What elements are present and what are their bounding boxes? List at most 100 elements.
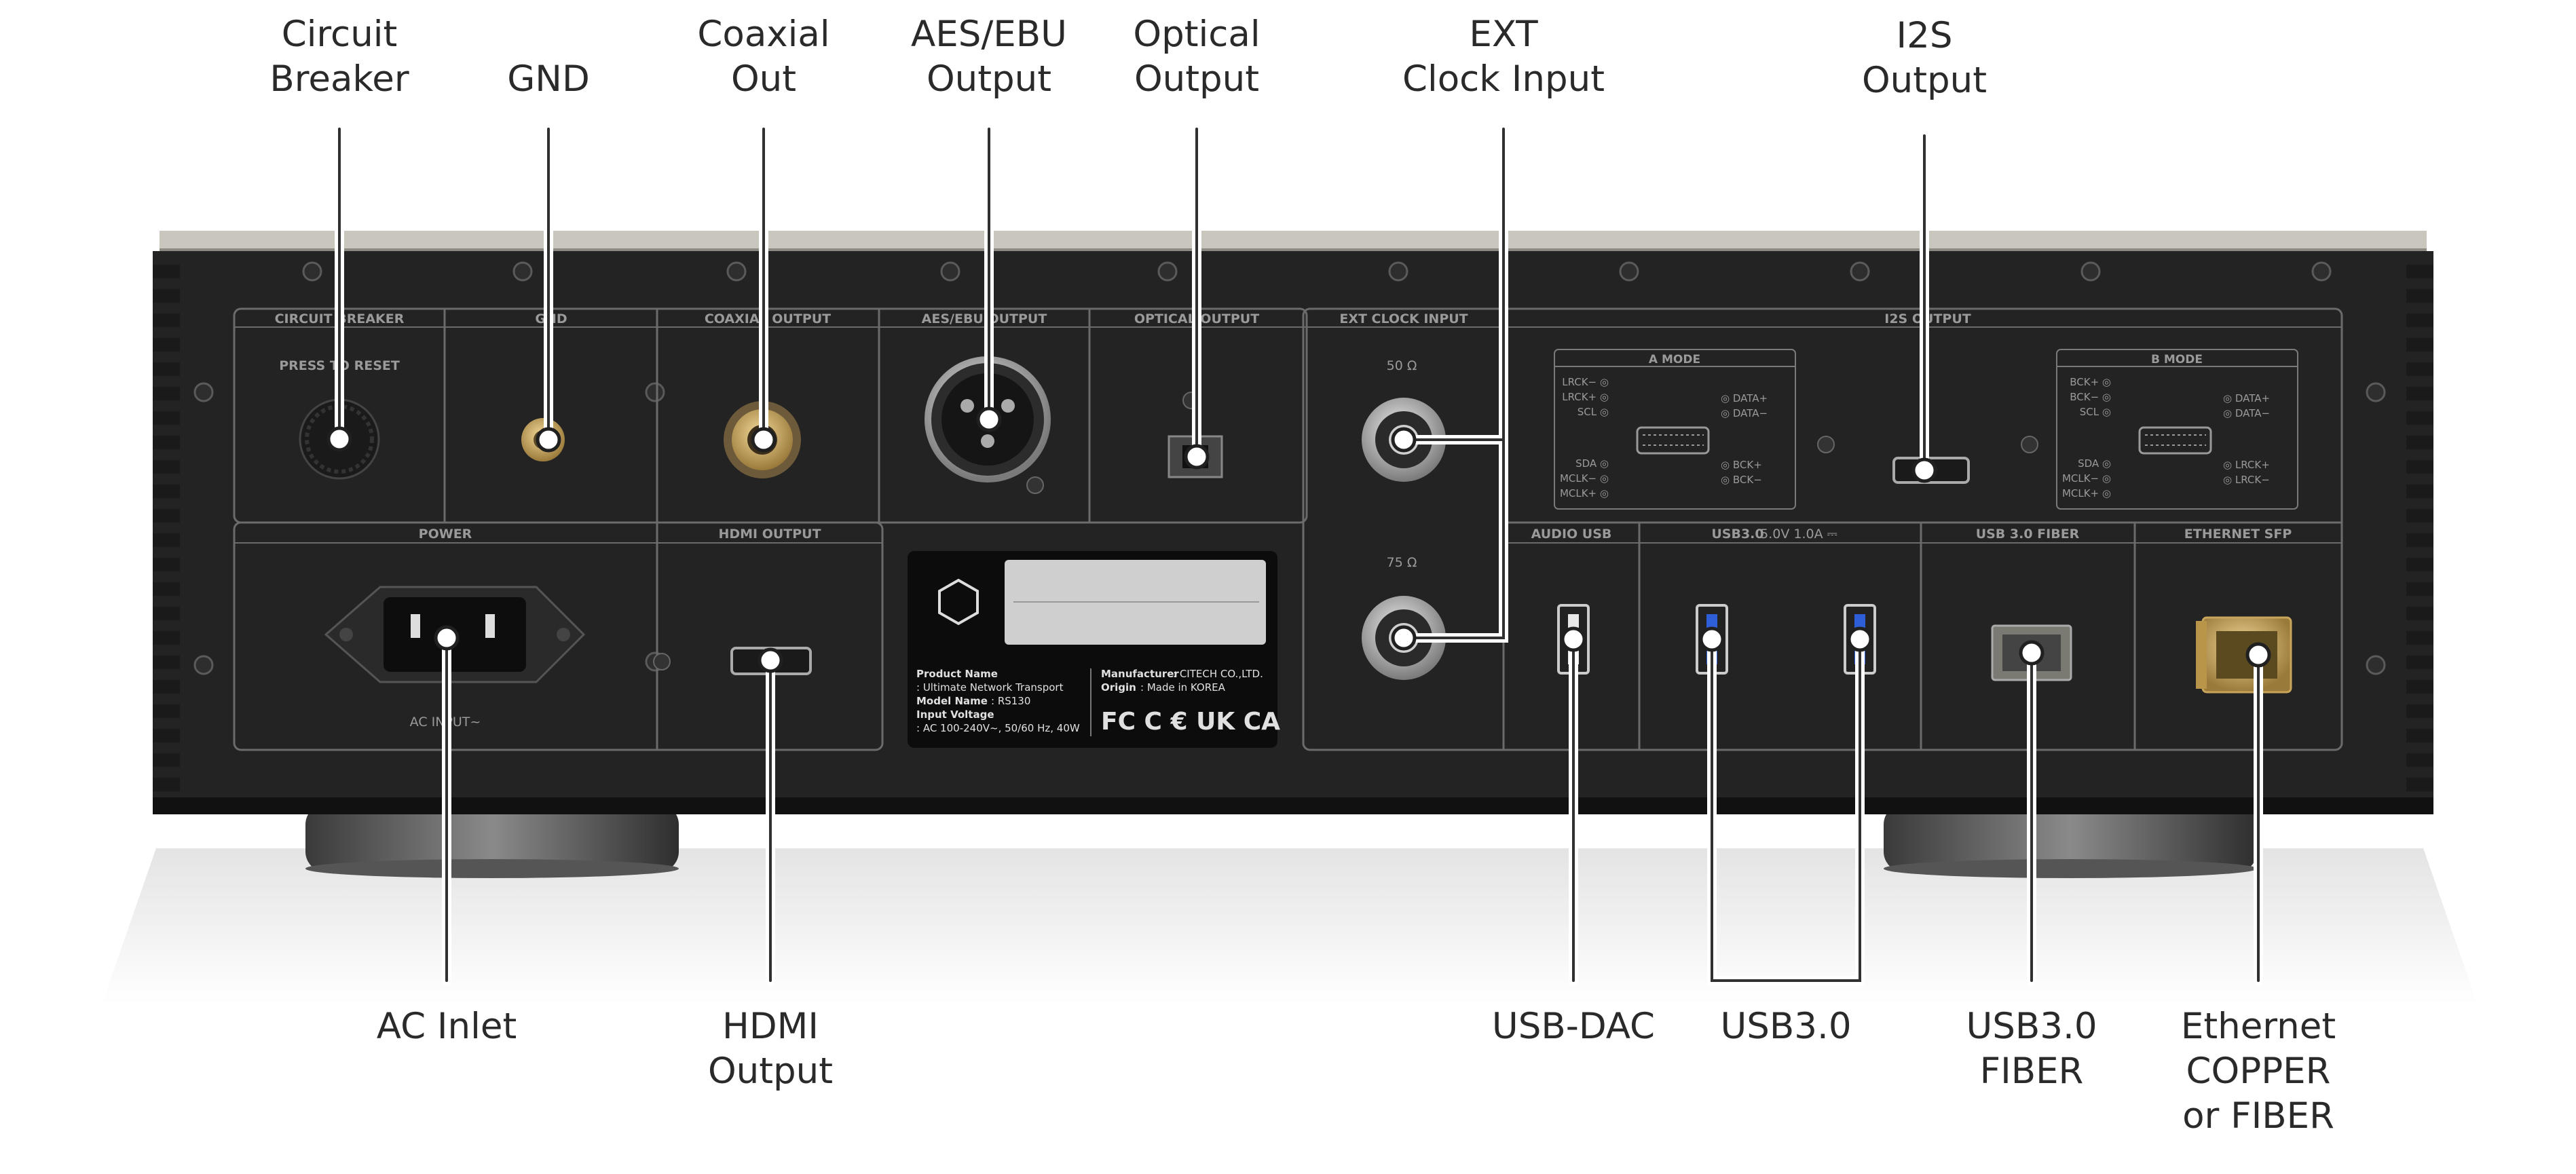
screw xyxy=(2080,261,2101,282)
power-header: POWER xyxy=(419,527,472,542)
i2s-pin-label: ◎ DATA− xyxy=(2223,407,2270,419)
screw xyxy=(302,261,322,282)
model-name-label: Model Name xyxy=(916,695,988,707)
a-mode-title: A MODE xyxy=(1649,353,1700,366)
heatsink-fin xyxy=(153,387,180,400)
ext-clock-input-callout-line: Clock Input xyxy=(1402,58,1605,100)
heatsink-fin xyxy=(153,411,180,425)
coaxial-out-callout-line: Out xyxy=(730,58,797,100)
ac-inlet-callout: AC Inlet xyxy=(377,1004,517,1049)
usb3-fiber-callout-line: USB3.0 xyxy=(1966,1006,2097,1047)
manufacturer-label: Manufacturer xyxy=(1101,668,1179,680)
heatsink-fin xyxy=(153,656,180,669)
i2s-pin-label: MCLK+ ◎ xyxy=(2062,487,2111,499)
i2s-pin-label: LRCK− ◎ xyxy=(1562,376,1609,388)
heatsink-fin xyxy=(153,631,180,645)
heatsink-fin xyxy=(2406,289,2433,303)
spec-label-plate xyxy=(908,551,1277,748)
manufacturer-value: : CITECH CO.,LTD. xyxy=(1173,668,1263,680)
i2s-b-mode-diagram: B MODE xyxy=(2056,349,2298,510)
usb30-fiber-header: USB 3.0 FIBER xyxy=(1976,527,2080,542)
heatsink-fin xyxy=(2406,436,2433,449)
origin-value: : Made in KOREA xyxy=(1140,681,1226,694)
screw xyxy=(940,261,960,282)
screw xyxy=(726,261,747,282)
heatsink-fin xyxy=(2406,631,2433,645)
heatsink-fin xyxy=(2406,314,2433,327)
product-name-value: : Ultimate Network Transport xyxy=(916,681,1064,694)
product-name-label: Product Name xyxy=(916,668,998,680)
heatsink-fin xyxy=(2406,533,2433,547)
usb3-callout-line: USB3.0 xyxy=(1720,1006,1852,1047)
heatsink-fin xyxy=(153,460,180,474)
heatsink-fin xyxy=(2406,485,2433,498)
chassis xyxy=(153,251,2433,814)
i2s-pin-label: SDA ◎ xyxy=(2078,457,2111,470)
i2s-pin-label: ◎ BCK− xyxy=(1721,474,1762,486)
usb3-fiber-callout-line: FIBER xyxy=(1979,1050,2084,1092)
optical-output-callout-line: Output xyxy=(1134,58,1260,100)
gnd-callout: GND xyxy=(507,57,590,102)
left-heatsink-fins xyxy=(153,265,180,791)
screw xyxy=(193,382,214,402)
heatsink-fin xyxy=(153,265,180,278)
screw xyxy=(2311,261,2332,282)
hdmi-output-callout-line: Output xyxy=(707,1050,834,1092)
screw xyxy=(1850,261,1870,282)
ohm50-label: 50 Ω xyxy=(1387,358,1417,373)
i2s-a-mode-diagram: A MODE xyxy=(1554,349,1796,510)
heatsink-fin xyxy=(153,362,180,376)
b-mode-title: B MODE xyxy=(2151,353,2203,366)
i2s-pin-label: BCK− ◎ xyxy=(2070,391,2111,403)
heatsink-fin xyxy=(2406,558,2433,571)
circuit-breaker-callout-line: Breaker xyxy=(269,58,409,100)
screw xyxy=(193,655,214,675)
heatsink-fin xyxy=(2406,509,2433,523)
i2s-pin-label: BCK+ ◎ xyxy=(2070,376,2111,388)
i2s-pin-label: ◎ DATA+ xyxy=(2223,392,2270,404)
screw xyxy=(1619,261,1639,282)
ethernet-callout-line: COPPER xyxy=(2186,1050,2331,1092)
ohm75-label: 75 Ω xyxy=(1387,555,1417,570)
i2s-pin-label: MCLK− ◎ xyxy=(2062,472,2111,485)
optical-output-callout-line: Optical xyxy=(1133,14,1261,55)
floor-reflection xyxy=(102,848,2478,1004)
heatsink-fin xyxy=(2406,582,2433,596)
usb30-header: USB3.0 xyxy=(1711,527,1763,542)
hdmi-output-callout-line: HDMI xyxy=(722,1006,819,1047)
heatsink-fin xyxy=(153,704,180,718)
heatsink-fin xyxy=(2406,338,2433,352)
i2s-pin-label: MCLK− ◎ xyxy=(1560,472,1609,485)
i2s-pin-label: SDA ◎ xyxy=(1575,457,1609,470)
heatsink-fin xyxy=(2406,656,2433,669)
usb3-callout: USB3.0 xyxy=(1720,1004,1851,1049)
coaxial-out-callout-line: Coaxial xyxy=(697,14,830,55)
input-voltage-value: : AC 100-240V~, 50/60 Hz, 40W xyxy=(916,722,1080,734)
heatsink-fin xyxy=(153,558,180,571)
heatsink-fin xyxy=(153,509,180,523)
heatsink-fin xyxy=(2406,778,2433,791)
i2s-pin-label: ◎ BCK+ xyxy=(1721,459,1762,471)
usb30-rating: 5.0V 1.0A ⎓ xyxy=(1760,527,1837,542)
heatsink-fin xyxy=(153,533,180,547)
heatsink-fin xyxy=(2406,362,2433,376)
heatsink-fin xyxy=(2406,704,2433,718)
screw xyxy=(1157,261,1178,282)
heatsink-fin xyxy=(153,778,180,791)
circuit-breaker-callout-line: Circuit xyxy=(281,14,398,55)
heatsink-fin xyxy=(2406,729,2433,742)
ethernet-sfp-module xyxy=(2196,616,2292,694)
i2s-pin-label: ◎ LRCK+ xyxy=(2223,459,2270,471)
heatsink-fin xyxy=(2406,753,2433,767)
callout-endpoint-dots xyxy=(326,406,2271,673)
screw xyxy=(512,261,533,282)
i2s-pin-label: ◎ LRCK− xyxy=(2223,474,2270,486)
heatsink-fin xyxy=(153,582,180,596)
callout-leader-lines-core xyxy=(338,128,2260,982)
